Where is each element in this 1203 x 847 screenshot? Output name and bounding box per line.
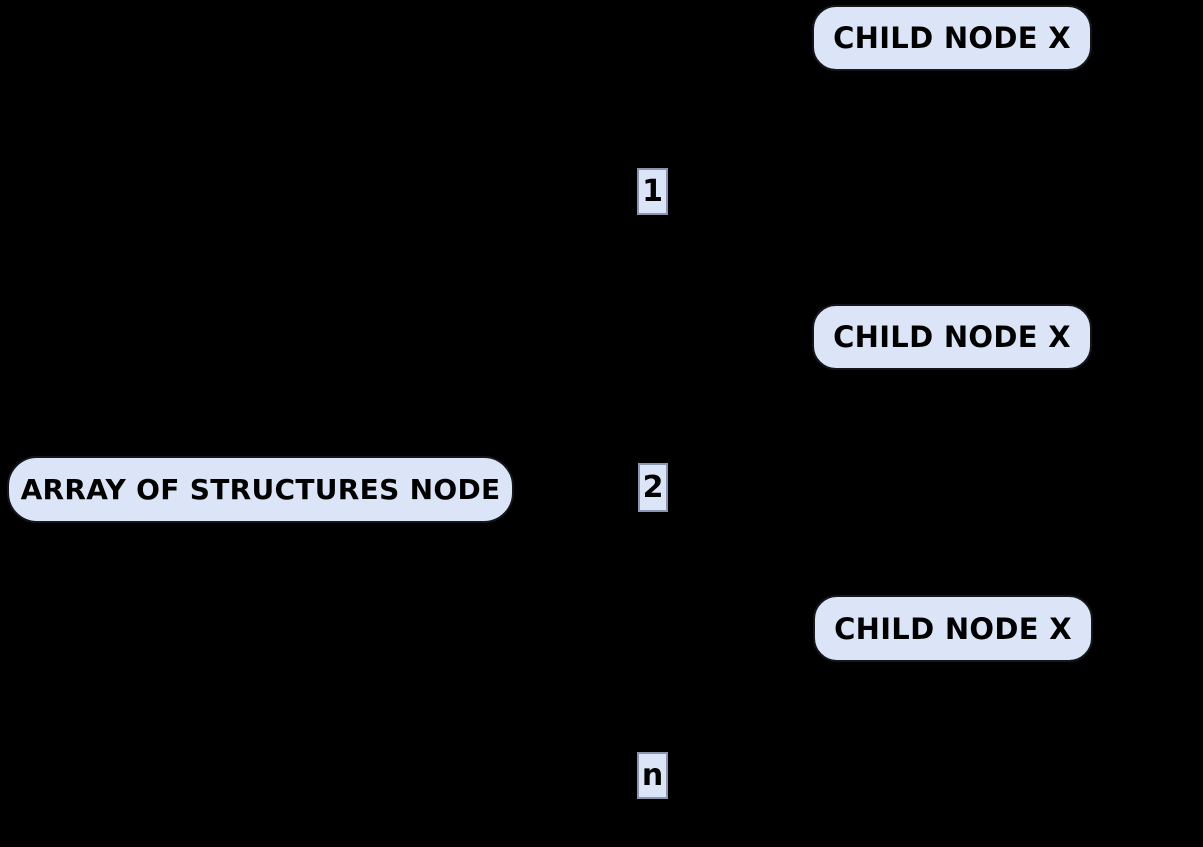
edge-label-n-text: n	[641, 758, 664, 793]
child-node-3: CHILD NODE X	[813, 595, 1093, 662]
edge-label-1-text: 1	[642, 174, 663, 209]
child-node-1-label: CHILD NODE X	[833, 21, 1071, 55]
child-node-2: CHILD NODE X	[812, 304, 1092, 370]
edge-label-1: 1	[637, 168, 668, 215]
root-node-label: ARRAY OF STRUCTURES NODE	[20, 473, 501, 506]
edge-label-n: n	[637, 752, 668, 799]
root-node-array-of-structures: ARRAY OF STRUCTURES NODE	[7, 456, 514, 523]
child-node-2-label: CHILD NODE X	[833, 320, 1071, 354]
edge-label-2: 2	[638, 463, 668, 512]
child-node-3-label: CHILD NODE X	[834, 611, 1072, 646]
edge-label-2-text: 2	[642, 470, 664, 505]
child-node-1: CHILD NODE X	[812, 5, 1092, 71]
